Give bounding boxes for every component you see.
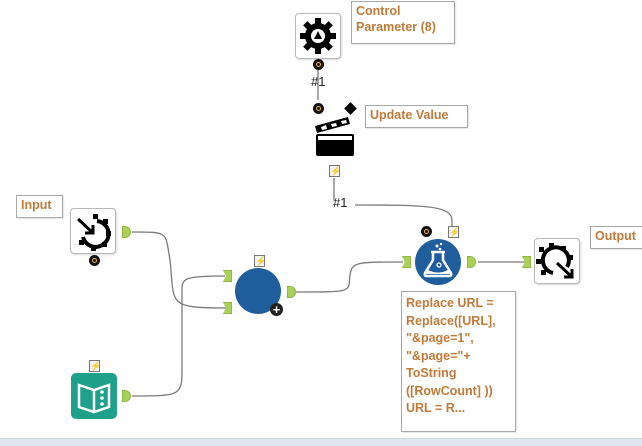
lightning-bolt-icon: ⚡ [329,165,342,177]
output-anchor[interactable] [467,256,476,268]
annotation-control-parameter: Control Parameter (8) [351,1,455,44]
annotation-formula: Replace URL = Replace([URL], "&page=1", … [401,291,516,432]
canvas-horizontal-scrollbar[interactable] [0,438,642,446]
annotation-output: Output [590,226,642,249]
text-input-tool[interactable] [71,373,117,419]
lightning-bolt-icon: ⚡ [89,360,102,372]
gear-icon [300,18,336,54]
output-anchor[interactable] [122,226,131,238]
macro-output-icon [536,243,574,279]
plus-icon: + [270,303,283,316]
connection-label: #1 [311,74,326,89]
annotation-update-value: Update Value [365,105,468,128]
flask-icon [423,242,453,278]
input-anchor[interactable] [402,256,411,268]
question-badge-icon [421,226,432,237]
macro-input-tool[interactable] [70,208,116,254]
input-anchor[interactable] [223,302,232,314]
wire-input-to-union [131,231,231,309]
control-parameter-tool[interactable] [295,13,341,59]
annotation-input: Input [16,195,63,218]
update-value-tool[interactable] [312,112,356,158]
clapperboard-icon [315,117,354,156]
wire-textinput-to-union [131,275,226,397]
input-anchor[interactable] [223,270,232,282]
lightning-bolt-icon: ⚡ [254,255,267,267]
input-anchor[interactable] [522,256,531,268]
connection-label: #1 [333,195,348,210]
question-badge-icon [313,59,324,70]
output-anchor[interactable] [122,390,131,402]
question-badge-icon [89,255,100,266]
wire-union-to-formula [295,261,404,293]
wire-update-to-formula [333,178,453,226]
book-icon [77,383,111,414]
formula-tool[interactable] [415,239,461,285]
question-badge-icon [313,103,324,114]
macro-output-tool[interactable] [534,238,580,284]
macro-input-icon [76,214,111,251]
lightning-bolt-icon: ⚡ [448,226,461,238]
output-anchor[interactable] [287,286,296,298]
